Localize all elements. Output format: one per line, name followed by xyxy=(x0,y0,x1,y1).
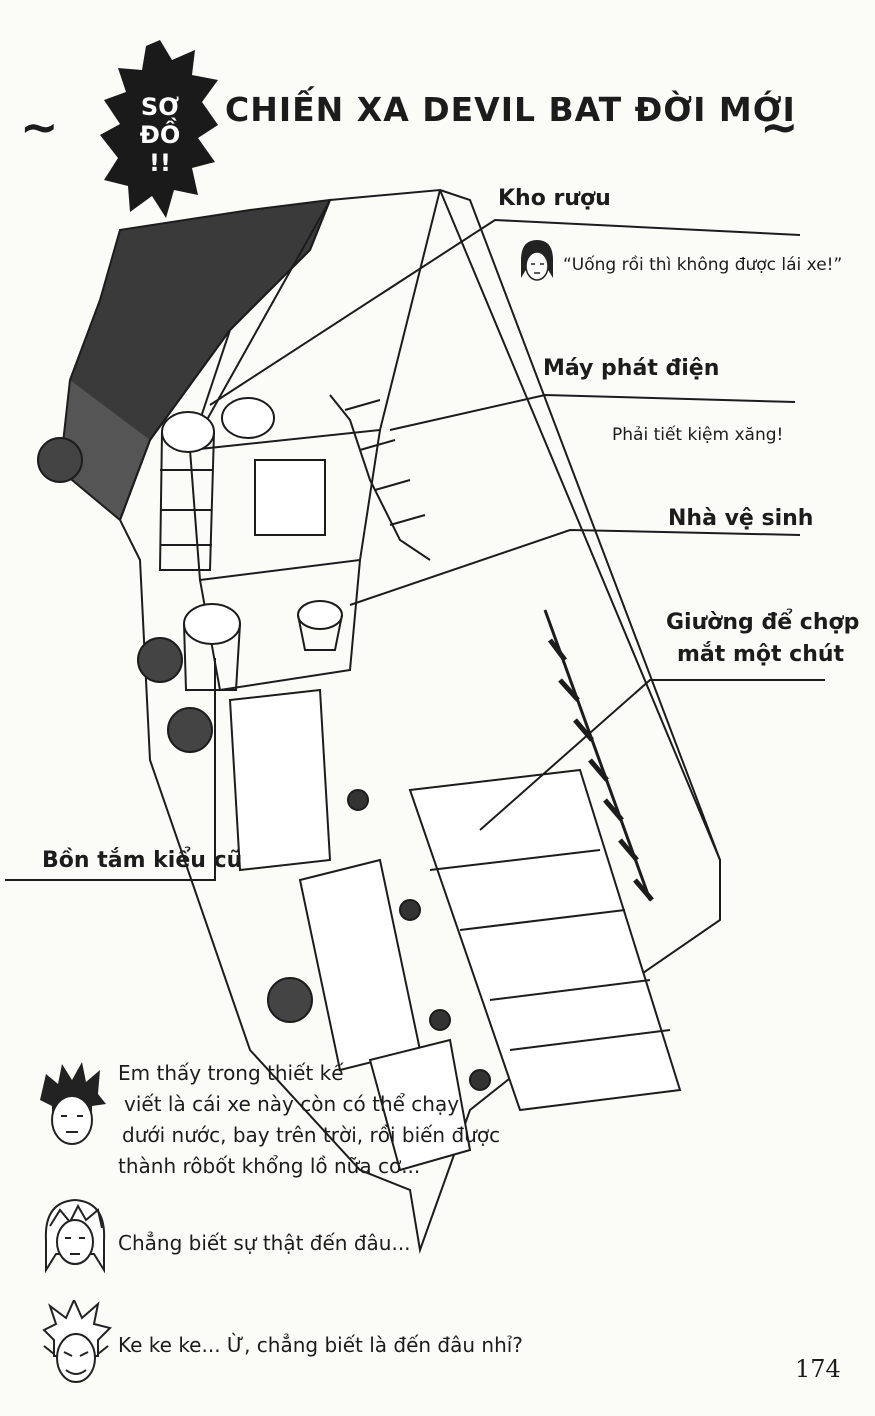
face-sena xyxy=(40,1062,106,1145)
title-bar: ~ SƠ ĐỒ !! CHIẾN XA DEVIL BAT ĐỜI MỚI ~ xyxy=(0,40,875,218)
note-generator: Phải tiết kiệm xăng! xyxy=(612,425,784,445)
barrel-1 xyxy=(161,411,215,453)
wheel-2 xyxy=(137,637,183,683)
label-bed-line-2: mắt một chút xyxy=(677,642,845,667)
boy-line-2: viết là cái xe này còn có thể chạy xyxy=(124,1092,460,1116)
leader-bed xyxy=(479,679,825,831)
dialogue-hiruma: Ke ke ke... Ừ, chẳng biết là đến đâu nhỉ… xyxy=(118,1333,523,1357)
trailer-outline xyxy=(118,188,721,1254)
boy-line-4: thành rôbốt khổng lồ nữa cơ... xyxy=(118,1154,421,1178)
generator-shape xyxy=(254,459,326,536)
wheel-1 xyxy=(37,437,83,483)
boy-line-3: dưới nước, bay trên trời, rồi biến được xyxy=(122,1123,501,1147)
title-tilde-right: ~ xyxy=(760,100,799,154)
face-hiruma xyxy=(42,1300,112,1383)
bathtub-shape xyxy=(183,603,241,645)
leader-bathtub xyxy=(5,658,216,881)
bed-shape xyxy=(408,768,682,1112)
boy-line-1: Em thấy trong thiết kế xyxy=(118,1061,344,1085)
badge-line-3: !! xyxy=(149,149,171,177)
badge-line-2: ĐỒ xyxy=(139,121,181,149)
wheel-3 xyxy=(167,707,213,753)
label-generator: Máy phát điện xyxy=(543,356,720,381)
title-tilde-left: ~ xyxy=(20,100,59,154)
page-title: CHIẾN XA DEVIL BAT ĐỜI MỚI xyxy=(225,90,796,129)
label-bed-line-1: Giường để chợp xyxy=(666,610,860,635)
badge-line-1: SƠ xyxy=(140,93,180,121)
page-number: 174 xyxy=(795,1355,841,1383)
leader-liquor xyxy=(209,218,801,406)
badge-text: SƠ ĐỒ !! xyxy=(100,40,220,230)
dialogue-boy: Em thấy trong thiết kế viết là cái xe nà… xyxy=(118,1058,500,1182)
leader-toilet xyxy=(349,528,801,606)
starburst-shape xyxy=(100,40,218,218)
face-mamori-small xyxy=(521,240,553,281)
toilet-shape xyxy=(297,600,343,630)
label-toilet: Nhà vệ sinh xyxy=(668,506,814,531)
quote-liquor: “Uống rồi thì không được lái xe!” xyxy=(563,255,843,275)
wheel-4 xyxy=(267,977,313,1023)
barrel-2 xyxy=(221,397,275,439)
dialogue-girl: Chẳng biết sự thật đến đâu... xyxy=(118,1231,411,1255)
label-liquor: Kho rượu xyxy=(498,186,611,211)
badge-starburst: SƠ ĐỒ !! xyxy=(100,40,220,230)
label-bathtub: Bồn tắm kiểu cũ xyxy=(42,848,243,873)
leader-generator xyxy=(389,393,796,431)
face-mamori xyxy=(44,1198,106,1274)
